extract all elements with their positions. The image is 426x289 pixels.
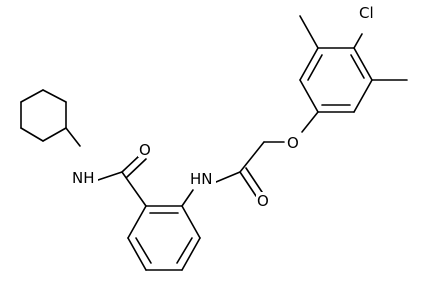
bond [42, 127, 67, 142]
svg-text:O: O [139, 141, 151, 159]
atom-label-ether-o: O [286, 134, 299, 152]
bond [353, 79, 373, 113]
bond [245, 167, 263, 193]
bond [301, 111, 319, 133]
bond [299, 47, 319, 81]
bond [121, 155, 140, 173]
bond [353, 33, 363, 49]
bond [181, 237, 201, 271]
bond [135, 237, 152, 264]
svg-text:NH: NH [72, 169, 95, 187]
bond [127, 205, 147, 239]
bond [307, 54, 323, 81]
atom-label-chlorine: Cl [358, 4, 376, 22]
atom-label-nh-left: NH [71, 169, 98, 187]
bond [126, 158, 147, 178]
svg-text:HN: HN [190, 170, 213, 188]
bond [20, 89, 44, 103]
atom-label-hn-right: HN [189, 170, 216, 188]
bond [181, 189, 194, 207]
bond [176, 237, 193, 264]
bond [20, 127, 44, 142]
bond [350, 54, 365, 79]
bond [215, 171, 241, 183]
bond [42, 89, 67, 103]
bond [239, 171, 257, 197]
cyclohexyl-ring [20, 89, 67, 142]
svg-text:O: O [257, 192, 269, 210]
bond [127, 237, 147, 271]
bond [299, 15, 319, 49]
bond [121, 171, 147, 207]
bond [239, 141, 265, 173]
atom-label-carbonyl-o-left: O [138, 141, 151, 159]
bond [299, 79, 319, 113]
bond [181, 205, 201, 239]
bond [353, 47, 373, 81]
bond [97, 171, 123, 181]
bond [65, 127, 81, 147]
benzene-ring [127, 205, 201, 271]
svg-text:O: O [287, 134, 299, 152]
chlorodimethylphenyl-ring [299, 47, 373, 113]
svg-text:Cl: Cl [359, 4, 374, 22]
atom-label-carbonyl-o-right: O [256, 192, 269, 210]
